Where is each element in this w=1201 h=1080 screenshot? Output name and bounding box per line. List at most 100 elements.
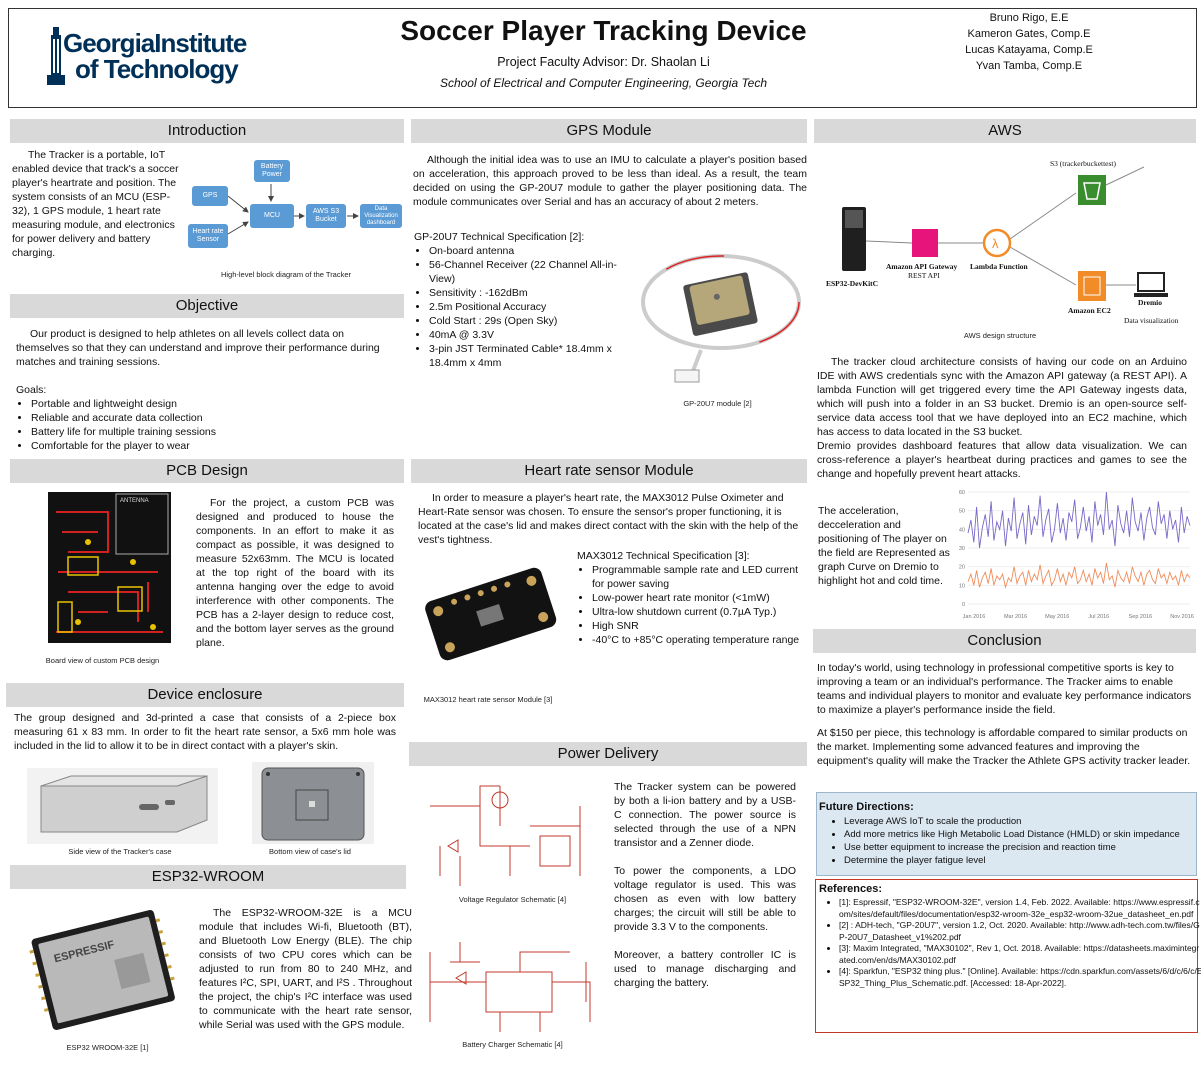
- pcb-board-image: ANTENNA: [48, 492, 171, 643]
- future-title: Future Directions:: [819, 801, 914, 813]
- author: Bruno Rigo, E.E: [989, 12, 1069, 24]
- esp32-caption: ESP32 WROOM-32E [1]: [66, 1043, 149, 1052]
- chart-y-tick: 10: [959, 583, 965, 589]
- chart-y-tick: 20: [959, 565, 965, 571]
- gps-spec-list: On-board antenna 56-Channel Receiver (22…: [414, 244, 635, 370]
- conclusion-text-1: In today's world, using technology in pr…: [817, 662, 1192, 716]
- chart-y-tick: 40: [959, 527, 965, 533]
- chart-series-line: [967, 562, 1191, 589]
- aws-connections: λ: [842, 166, 1168, 301]
- chart-y-tick: 0: [962, 602, 965, 608]
- gps-spec-title: GP-20U7 Technical Specification [2]:: [414, 231, 585, 243]
- gps-spec-item: 40mA @ 3.3V: [429, 328, 635, 342]
- power-text-3: Moreover, a battery controller IC is use…: [614, 949, 796, 989]
- poster-header: GeorgiaInstitute of Technology Soccer Pl…: [8, 8, 1197, 108]
- chart-y-tick: 30: [959, 546, 965, 552]
- power-text-1: The Tracker system can be powered by bot…: [614, 781, 796, 849]
- goal-item: Portable and lightweight design: [31, 397, 411, 411]
- gatech-logo: GeorgiaInstitute of Technology: [37, 23, 327, 87]
- aws-dremio-label: Dremio: [1138, 298, 1163, 307]
- aws-api-sub: REST API: [908, 271, 940, 280]
- conclusion-heading: Conclusion: [813, 629, 1196, 653]
- hr-spec-list: Programmable sample rate and LED current…: [577, 563, 807, 647]
- block-mcu: MCU: [250, 204, 294, 228]
- references-list: [1]: Espressif, "ESP32-WROOM-32E", versi…: [824, 897, 1201, 989]
- chart-y-tick: 60: [959, 490, 965, 496]
- aws-esp-label: ESP32-DevKitC: [826, 279, 879, 288]
- block-diagram: Battery Power GPS MCU Heart rate Sensor …: [186, 156, 404, 266]
- charger-schematic: [420, 922, 604, 1040]
- aws-diagram: λ S3 (trackerbuckettest) ESP32-DevKitC A…: [814, 155, 1196, 327]
- gps-spec-item: Sensitivity : -162dBm: [429, 286, 635, 300]
- enclosure-heading: Device enclosure: [6, 683, 404, 707]
- chart-x-tick: Sep 2016: [1129, 614, 1153, 620]
- goals-list: Portable and lightweight design Reliable…: [16, 397, 411, 453]
- reference-item: [1]: Espressif, "ESP32-WROOM-32E", versi…: [839, 897, 1201, 920]
- future-item: Determine the player fatigue level: [844, 854, 1180, 867]
- aws-text-1: The tracker cloud architecture consists …: [817, 356, 1187, 438]
- pcb-text: For the project, a custom PCB was design…: [196, 497, 394, 649]
- conclusion-text-2: At $150 per piece, this technology is af…: [817, 727, 1191, 767]
- goal-item: Battery life for multiple training sessi…: [31, 425, 411, 439]
- chart-x-tick: Mar 2016: [1004, 614, 1027, 620]
- author: Kameron Gates, Comp.E: [967, 28, 1091, 40]
- pcb-heading: PCB Design: [10, 459, 404, 483]
- aws-api-label: Amazon API Gateway: [886, 262, 958, 271]
- chart-x-tick: Jul 2016: [1088, 614, 1109, 620]
- hr-caption: MAX3012 heart rate sensor Module [3]: [423, 695, 553, 704]
- gps-caption: GP-20U7 module [2]: [683, 399, 752, 408]
- gps-spec-item: 2.5m Positional Accuracy: [429, 300, 635, 314]
- page-title: Soccer Player Tracking Device: [400, 15, 807, 46]
- aws-caption: AWS design structure: [963, 331, 1037, 340]
- hr-spec-item: Ultra-low shutdown current (0.7µA Typ.): [592, 605, 807, 619]
- goal-item: Comfortable for the player to wear: [31, 439, 411, 453]
- logo-line2: of Technology: [75, 54, 239, 84]
- reference-item: [3]: Maxim Integrated, "MAX30102", Rev 1…: [839, 943, 1201, 966]
- enclosure-text: The group designed and 3d-printed a case…: [14, 712, 396, 752]
- case-bottom-caption: Bottom view of case's lid: [269, 847, 351, 856]
- author: Lucas Katayama, Comp.E: [965, 44, 1093, 56]
- hr-spec-title: MAX3012 Technical Specification [3]:: [577, 550, 750, 562]
- aws-lambda-label: Lambda Function: [970, 262, 1028, 271]
- esp32-chip-image: ESPRESSIF: [24, 905, 182, 1033]
- power-text-2: To power the components, a LDO voltage r…: [614, 865, 796, 933]
- aws-heading: AWS: [814, 119, 1196, 143]
- future-item: Add more metrics like High Metabolic Loa…: [844, 828, 1180, 841]
- chart-x-tick: Nov 2016: [1170, 614, 1194, 620]
- svg-text:λ: λ: [992, 236, 999, 251]
- case-side-image: [27, 768, 218, 844]
- case-side-caption: Side view of the Tracker's case: [68, 847, 172, 856]
- advisor: Project Faculty Advisor: Dr. Shaolan Li: [497, 55, 710, 69]
- reference-item: [2] : ADH-tech, "GP-20U7", version 1.2, …: [839, 920, 1201, 943]
- tower-icon: [47, 27, 65, 85]
- aws-ec2-label: Amazon EC2: [1068, 306, 1111, 315]
- regulator-schematic: [420, 766, 604, 894]
- intro-heading: Introduction: [10, 119, 404, 143]
- hr-spec-item: Low-power heart rate monitor (<1mW): [592, 591, 807, 605]
- hr-text: In order to measure a player's heart rat…: [418, 492, 799, 546]
- future-list: Leverage AWS IoT to scale the production…: [829, 815, 1180, 867]
- hr-spec-item: Programmable sample rate and LED current…: [592, 563, 807, 591]
- graph-text: The acceleration, decceleration and posi…: [818, 505, 950, 587]
- aws-s3-label: S3 (trackerbuckettest): [1050, 159, 1117, 168]
- gps-heading: GPS Module: [411, 119, 807, 143]
- block-diagram-arrows: [227, 184, 359, 235]
- block-gps: GPS: [192, 186, 228, 206]
- gps-spec-item: 56-Channel Receiver (22 Channel All-in-V…: [429, 258, 635, 286]
- chart-series-line: [967, 491, 1191, 549]
- school: School of Electrical and Computer Engine…: [439, 76, 768, 90]
- gps-spec-item: Cold Start : 29s (Open Sky): [429, 314, 635, 328]
- intro-text: The Tracker is a portable, IoT enabled d…: [12, 149, 179, 259]
- future-item: Leverage AWS IoT to scale the production: [844, 815, 1180, 828]
- block-dash: Data Visualization dashboard: [360, 204, 402, 228]
- author: Yvan Tamba, Comp.E: [975, 60, 1083, 72]
- hr-heading: Heart rate sensor Module: [411, 459, 807, 483]
- chart-y-tick: 50: [959, 509, 965, 515]
- aws-text-2: Dremio provides dashboard features that …: [817, 440, 1187, 480]
- esp32-heading: ESP32-WROOM: [10, 865, 406, 889]
- authors: Bruno Rigo, E.E Kameron Gates, Comp.E Lu…: [939, 10, 1119, 74]
- regulator-caption: Voltage Regulator Schematic [4]: [458, 895, 567, 904]
- esp32-text: The ESP32-WROOM-32E is a MCU module that…: [199, 907, 412, 1031]
